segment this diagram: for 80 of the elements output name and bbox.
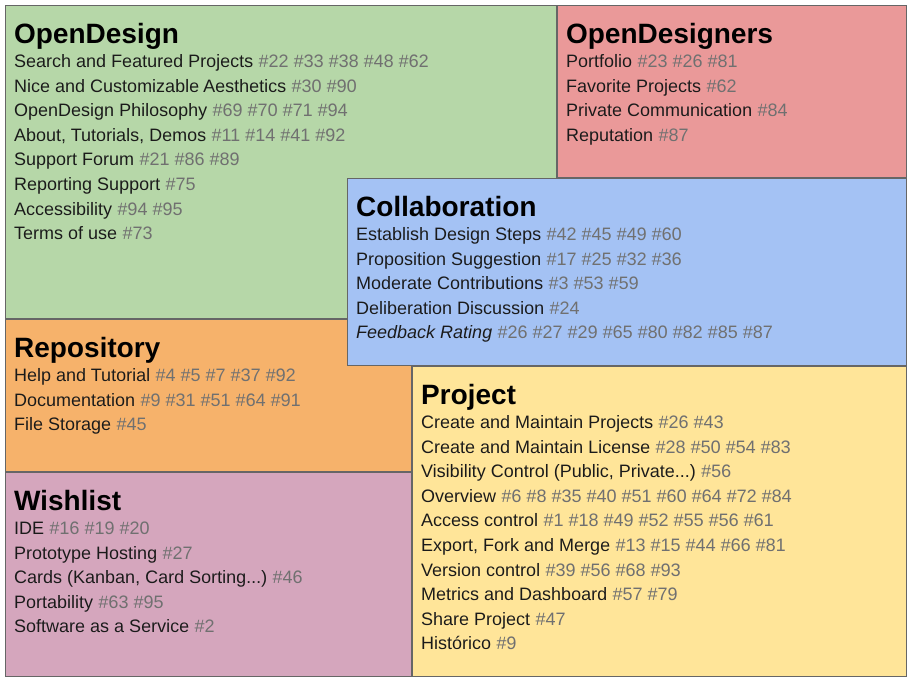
reference-numbers: #4 #5 #7 #37 #92 xyxy=(155,364,296,387)
category-panel xyxy=(412,366,907,677)
reference-numbers: #1 #18 #49 #52 #55 #56 #61 xyxy=(543,509,774,532)
reference-numbers: #13 #15 #44 #66 #81 xyxy=(615,534,786,557)
reference-numbers: #45 xyxy=(116,413,146,436)
feature-label: IDE xyxy=(14,517,44,540)
feature-label: Software as a Service xyxy=(14,615,190,638)
feature-label: Cards (Kanban, Card Sorting...) xyxy=(14,566,268,590)
feature-label: Moderate Contributions xyxy=(356,272,544,296)
feature-label: Search and Featured Projects xyxy=(14,50,254,73)
reference-numbers: #30 #90 xyxy=(292,74,357,98)
feature-label: Portability xyxy=(14,590,94,614)
feature-label: Private Communication xyxy=(566,99,752,122)
panel-heading: Collaboration xyxy=(356,191,536,223)
reference-numbers: #24 xyxy=(549,296,580,320)
reference-numbers: #84 xyxy=(757,99,788,122)
feature-label: Metrics and Dashboard xyxy=(421,583,608,606)
reference-numbers: #62 xyxy=(706,74,736,98)
feature-label: File Storage xyxy=(14,413,112,436)
feature-label: Create and Maintain Projects xyxy=(421,411,654,434)
feature-label: Export, Fork and Merge xyxy=(421,534,610,557)
reference-numbers: #26 #43 xyxy=(658,411,724,434)
reference-numbers: #69 #70 #71 #94 xyxy=(212,99,348,122)
feature-label: Access control xyxy=(421,509,538,532)
feature-label: Help and Tutorial xyxy=(14,364,150,387)
category-panel xyxy=(5,472,412,677)
reference-numbers: #3 #53 #59 xyxy=(548,272,639,296)
feature-label: Establish Design Steps xyxy=(356,223,542,246)
feature-label: Terms of use xyxy=(14,222,118,246)
feature-label: Version control xyxy=(421,558,540,582)
reference-numbers: #63 #95 xyxy=(98,590,164,614)
feature-label: Deliberation Discussion xyxy=(356,296,544,320)
feature-label: Nice and Customizable Aesthetics xyxy=(14,74,286,98)
reference-numbers: #87 xyxy=(658,124,689,147)
reference-numbers: #57 #79 xyxy=(612,583,678,606)
feature-label: Proposition Suggestion xyxy=(356,248,542,271)
panel-heading: Wishlist xyxy=(14,485,122,517)
reference-numbers: #27 xyxy=(162,542,193,565)
reference-numbers: #42 #45 #49 #60 xyxy=(546,223,682,246)
feature-label: Documentation xyxy=(14,388,136,412)
panel-heading: Project xyxy=(421,379,516,411)
feature-label: OpenDesign Philosophy xyxy=(14,99,208,122)
reference-numbers: #22 #33 #38 #48 #62 xyxy=(258,50,429,73)
category-panel xyxy=(557,5,907,178)
feature-label: Share Project xyxy=(421,608,530,631)
feature-label: About, Tutorials, Demos xyxy=(14,124,206,147)
reference-numbers: #2 xyxy=(194,615,214,638)
panel-heading: OpenDesigners xyxy=(566,18,773,50)
reference-numbers: #17 #25 #32 #36 xyxy=(546,248,682,271)
feature-label: Favorite Projects xyxy=(566,74,702,98)
feature-label: Create and Maintain License xyxy=(421,436,650,459)
reference-numbers: #16 #19 #20 xyxy=(49,517,150,540)
reference-numbers: #26 #27 #29 #65 #80 #82 #85 #87 xyxy=(497,321,773,344)
feature-label: Histórico xyxy=(421,632,492,656)
feature-label: Overview xyxy=(421,484,496,508)
reference-numbers: #47 xyxy=(535,608,566,631)
reference-numbers: #6 #8 #35 #40 #51 #60 #64 #72 #84 xyxy=(501,484,792,508)
reference-numbers: #11 #14 #41 #92 xyxy=(211,124,346,147)
feature-label: Support Forum xyxy=(14,148,134,172)
feature-label: Reputation xyxy=(566,124,654,147)
reference-numbers: #9 #31 #51 #64 #91 xyxy=(140,388,301,412)
panel-heading: OpenDesign xyxy=(14,18,179,50)
reference-numbers: #9 xyxy=(496,632,516,656)
feature-label: Portfolio xyxy=(566,50,632,73)
feature-label: Prototype Hosting xyxy=(14,542,158,565)
feature-label: Feedback Rating xyxy=(356,321,492,344)
reference-numbers: #46 xyxy=(272,566,303,590)
feature-label: Reporting Support xyxy=(14,172,160,196)
reference-numbers: #23 #26 #81 xyxy=(637,50,738,73)
reference-numbers: #21 #86 #89 xyxy=(139,148,240,172)
reference-numbers: #39 #56 #68 #93 xyxy=(545,558,681,582)
feature-label: Accessibility xyxy=(14,198,112,221)
feature-label: Visibility Control (Public, Private...) xyxy=(421,460,696,484)
reference-numbers: #73 xyxy=(122,222,152,246)
panel-heading: Repository xyxy=(14,332,160,364)
reference-numbers: #75 xyxy=(165,172,196,196)
category-panel xyxy=(347,178,907,366)
reference-numbers: #56 xyxy=(701,460,732,484)
reference-numbers: #94 #95 xyxy=(117,198,182,221)
reference-numbers: #28 #50 #54 #83 xyxy=(656,436,791,459)
